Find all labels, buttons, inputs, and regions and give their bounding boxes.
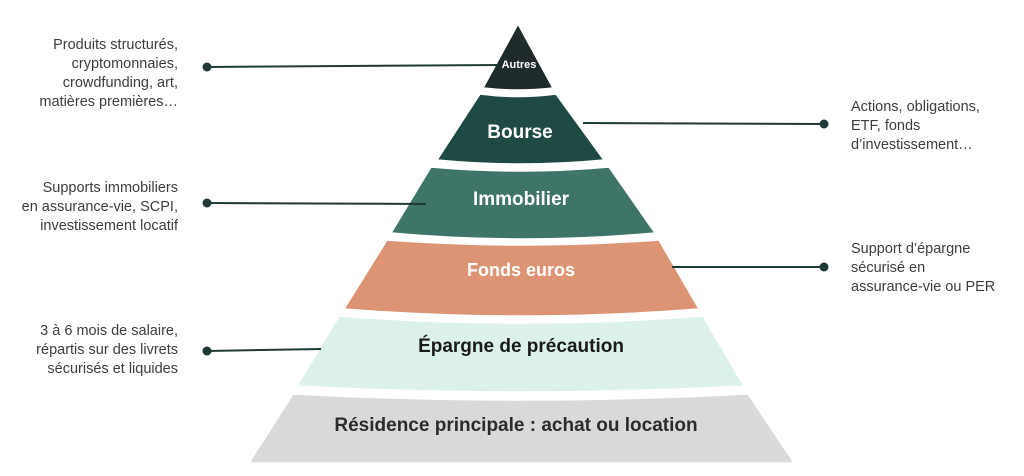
- pyramid-label-bourse: Bourse: [487, 122, 552, 143]
- annotation-autres: Produits structurés, cryptomonnaies, cro…: [39, 36, 178, 112]
- connector-fonds: [672, 262, 829, 272]
- pyramid-level-immobilier: [389, 166, 657, 240]
- connector-immobilier: [202, 198, 427, 208]
- annotation-epargne-line: répartis sur des livrets: [36, 342, 178, 358]
- annotation-autres-line: crowdfunding, art,: [62, 75, 178, 91]
- pyramid-level-fonds: [342, 239, 701, 317]
- pyramid-level-bourse: [435, 93, 606, 165]
- connector-bourse: [582, 119, 829, 129]
- pyramid-label-autres: Autres: [502, 59, 537, 71]
- pyramid-label-fonds: Fonds euros: [467, 260, 575, 280]
- annotation-fonds-line: Support d’épargne: [851, 241, 971, 257]
- annotation-autres-line: matières premières…: [39, 94, 178, 110]
- annotation-immobilier-line: investissement locatif: [40, 218, 178, 234]
- pyramid-level-autres: [481, 22, 555, 91]
- pyramid-label-epargne: Épargne de précaution: [418, 335, 624, 357]
- pyramid-level-epargne: [295, 315, 746, 393]
- annotation-immobilier-line: en assurance-vie, SCPI,: [21, 199, 178, 215]
- annotation-fonds-line: sécurisé en: [851, 260, 926, 276]
- annotation-epargne-line: 3 à 6 mois de salaire,: [40, 323, 178, 339]
- annotation-bourse-line: d’investissement…: [851, 137, 973, 153]
- connector-autres: [202, 62, 500, 72]
- annotation-immobilier: Supports immobiliers en assurance-vie, S…: [22, 179, 178, 236]
- annotation-epargne-line: sécurisés et liquides: [47, 361, 178, 377]
- connector-epargne: [202, 346, 322, 356]
- pyramid-label-immobilier: Immobilier: [473, 189, 570, 210]
- annotation-bourse-line: ETF, fonds: [851, 118, 921, 134]
- annotation-fonds: Support d’épargne sécurisé en assurance-…: [851, 240, 995, 297]
- annotation-bourse-line: Actions, obligations,: [851, 99, 980, 115]
- annotation-autres-line: cryptomonnaies,: [71, 56, 178, 72]
- annotation-immobilier-line: Supports immobiliers: [42, 180, 178, 196]
- pyramid-label-residence: Résidence principale : achat ou location: [334, 415, 697, 436]
- annotation-bourse: Actions, obligations, ETF, fonds d’inves…: [851, 98, 980, 155]
- annotation-epargne: 3 à 6 mois de salaire, répartis sur des …: [36, 322, 178, 379]
- pyramid-level-residence: [247, 393, 796, 464]
- annotation-autres-line: Produits structurés,: [53, 37, 178, 53]
- annotation-fonds-line: assurance-vie ou PER: [851, 279, 996, 295]
